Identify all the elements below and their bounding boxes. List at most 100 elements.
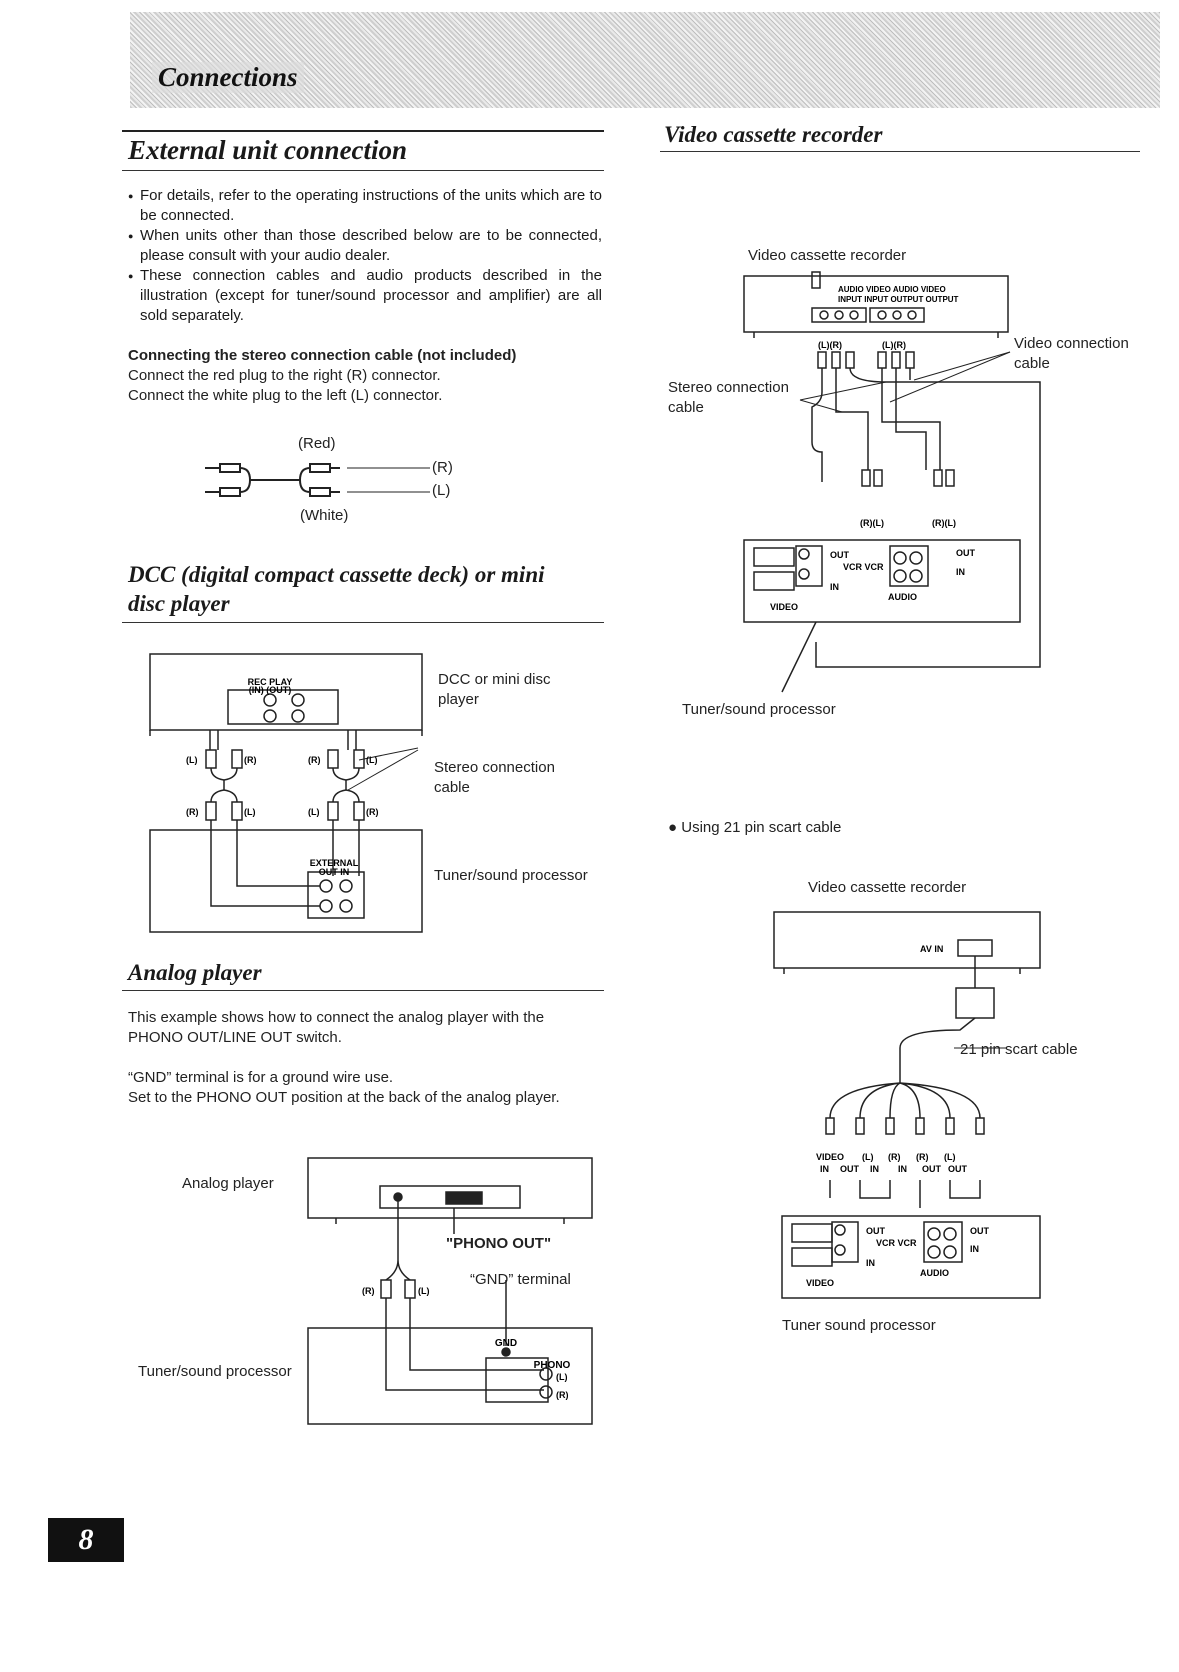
plug-l-label: (L) <box>432 482 451 499</box>
vcr-tag: (L)(R) <box>818 340 842 350</box>
vcr-diagram: AUDIO VIDEO AUDIO VIDEO INPUT INPUT OUTP… <box>743 271 1041 693</box>
gnd-tag: GND <box>495 1338 517 1349</box>
dcc-diagram: REC PLAY (IN) (OUT) EXTERNAL OUT IN (L) … <box>149 653 423 933</box>
vcr-stereo-cable-label: Stereo connection <box>668 379 789 396</box>
analog-set-text: Set to the PHONO OUT position at the bac… <box>128 1089 560 1106</box>
dcc-panel-external: EXTERNAL <box>310 858 359 868</box>
scart-tag: IN <box>820 1164 829 1174</box>
scart-tag: OUT <box>948 1164 968 1174</box>
plug-white-label: (White) <box>300 507 349 524</box>
scart-out-tag: OUT <box>866 1226 886 1236</box>
vcr-out-tag: OUT <box>830 550 850 560</box>
scart-bullet-text: Using 21 pin scart cable <box>681 819 842 836</box>
stereo-cable-line: Connect the red plug to the right (R) co… <box>128 367 441 384</box>
scart-processor-label: Tuner sound processor <box>782 1317 936 1334</box>
plug-r-label: (R) <box>432 459 453 476</box>
analog-player-label: Analog player <box>182 1175 274 1192</box>
vcr-tag: (L)(R) <box>882 340 906 350</box>
scart-in-tag: IN <box>970 1244 979 1254</box>
analog-text: This example shows how to connect the an… <box>128 1009 545 1026</box>
scart-diagram: AV IN VIDEO (L) (R) (R) (L) IN OUT IN IN… <box>773 911 1041 1299</box>
phono-tag: PHONO <box>534 1360 571 1371</box>
stereo-cable-line: Connect the white plug to the left (L) c… <box>128 387 443 404</box>
analog-processor-label: Tuner/sound processor <box>138 1363 292 1380</box>
vcr-tag: (R)(L) <box>932 518 956 528</box>
scart-tag: OUT <box>840 1164 860 1174</box>
scart-out-tag: OUT <box>970 1226 990 1236</box>
analog-tag: (R) <box>556 1390 569 1400</box>
scart-vcr-tag: VCR VCR <box>876 1238 917 1248</box>
vcr-vcr-tag: VCR VCR <box>843 562 884 572</box>
gnd-terminal-label: “GND” terminal <box>470 1271 571 1288</box>
scart-audio-tag: AUDIO <box>920 1268 949 1278</box>
dcc-tag: (R) <box>186 807 199 817</box>
dcc-panel-in-out: (IN) (OUT) <box>249 685 292 695</box>
stereo-cable-diagram <box>205 463 430 497</box>
vcr-processor-label: Tuner/sound processor <box>682 701 836 718</box>
analog-tag: (L) <box>418 1286 430 1296</box>
page-number-box <box>48 1518 124 1562</box>
analog-text-2: PHONO OUT/LINE OUT switch. <box>128 1029 342 1046</box>
page-number: 8 <box>78 1523 94 1556</box>
dcc-processor-label: Tuner/sound processor <box>434 867 588 884</box>
dcc-tag: (L) <box>366 755 378 765</box>
analog-gnd-text: “GND” terminal is for a ground wire use. <box>128 1069 394 1086</box>
vcr-audio-tag: AUDIO <box>888 592 917 602</box>
scart-device-label: Video cassette recorder <box>808 879 967 896</box>
scart-tag: (R) <box>888 1152 901 1162</box>
section-banner-title: Connections <box>152 62 304 93</box>
dcc-heading-line2: disc player <box>128 591 230 616</box>
scart-cable-label: 21 pin scart cable <box>960 1041 1078 1058</box>
dcc-device-label-2: player <box>438 691 479 708</box>
scart-tag: IN <box>898 1164 907 1174</box>
bullet-item: When units other than those described be… <box>128 226 602 266</box>
section-banner <box>130 12 1160 108</box>
scart-video-tag: VIDEO <box>806 1278 834 1288</box>
external-heading: External unit connection <box>128 135 408 165</box>
phono-out-label: "PHONO OUT" <box>446 1235 552 1252</box>
bullet-item: For details, refer to the operating inst… <box>128 186 602 226</box>
dcc-tag: (L) <box>186 755 198 765</box>
dcc-device-label: DCC or mini disc <box>438 671 551 688</box>
vcr-tag: (R)(L) <box>860 518 884 528</box>
dcc-tag: (R) <box>244 755 257 765</box>
vcr-video-tag: VIDEO <box>770 602 798 612</box>
video-cable-label-2: cable <box>1014 355 1050 372</box>
vcr-panel-line2: INPUT INPUT OUTPUT OUTPUT <box>838 295 959 304</box>
dcc-panel-out-in: OUT IN <box>319 867 350 877</box>
dcc-tag: (R) <box>308 755 321 765</box>
dcc-heading-rule <box>122 622 604 623</box>
analog-heading-rule <box>122 990 604 991</box>
analog-diagram: GND PHONO (R) (L) (L) (R) <box>307 1157 593 1425</box>
vcr-in-tag: IN <box>956 567 965 577</box>
external-bullets: For details, refer to the operating inst… <box>128 186 602 326</box>
vcr-stereo-cable-label-2: cable <box>668 399 704 416</box>
scart-tag: IN <box>870 1164 879 1174</box>
vcr-panel-line1: AUDIO VIDEO AUDIO VIDEO <box>838 285 946 294</box>
vcr-heading-rule <box>660 151 1140 152</box>
scart-tag: VIDEO <box>816 1152 844 1162</box>
bullet-item: These connection cables and audio produc… <box>128 266 602 326</box>
vcr-device-label: Video cassette recorder <box>748 247 907 264</box>
video-cable-label: Video connection <box>1014 335 1129 352</box>
scart-in-tag: IN <box>866 1258 875 1268</box>
dcc-tag: (R) <box>366 807 379 817</box>
dcc-tag: (L) <box>308 807 320 817</box>
dcc-panel-rec-play: REC PLAY <box>248 677 293 687</box>
analog-tag: (L) <box>556 1372 568 1382</box>
dcc-heading-line1: DCC (digital compact cassette deck) or m… <box>128 562 545 587</box>
analog-heading: Analog player <box>128 960 262 985</box>
heading-rule-top <box>122 130 604 132</box>
heading-rule-bottom <box>122 170 604 171</box>
scart-tag: (L) <box>944 1152 956 1162</box>
vcr-out-tag: OUT <box>956 548 976 558</box>
analog-tag: (R) <box>362 1286 375 1296</box>
av-in-tag: AV IN <box>920 944 943 954</box>
scart-tag: (L) <box>862 1152 874 1162</box>
dcc-cable-label-2: cable <box>434 779 470 796</box>
dcc-tag: (L) <box>244 807 256 817</box>
plug-red-label: (Red) <box>298 435 336 452</box>
vcr-in-tag: IN <box>830 582 839 592</box>
vcr-heading: Video cassette recorder <box>664 122 883 147</box>
stereo-cable-title: Connecting the stereo connection cable (… <box>128 347 517 364</box>
